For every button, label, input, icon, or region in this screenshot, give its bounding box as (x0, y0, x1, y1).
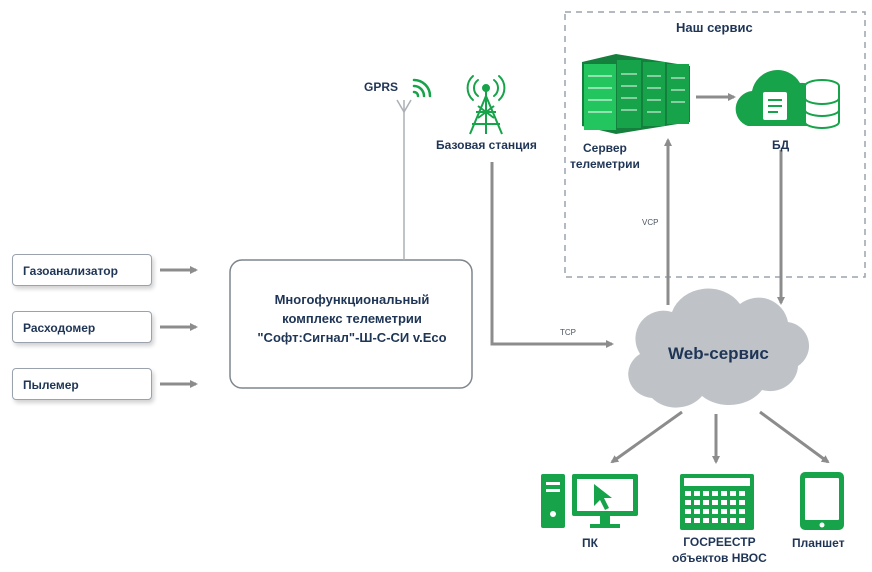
web-to-pc-arrow (610, 410, 683, 464)
server-rack-icon (582, 54, 690, 134)
base-station-label: Базовая станция (436, 138, 537, 152)
service-area-title: Наш сервис (676, 20, 753, 35)
web-service-label: Web-сервис (668, 344, 769, 363)
tablet-icon (800, 472, 844, 530)
service-boundary (564, 11, 866, 278)
tcp-label: TCP (560, 328, 576, 337)
wifi-signal-icon (412, 78, 432, 98)
client-registry-line-1: ГОСРЕЕСТР (683, 535, 756, 549)
sensor-dust-meter: Пылемер (12, 368, 152, 400)
complex-line-1: Многофункциональный (274, 292, 430, 307)
client-registry-label: ГОСРЕЕСТР объектов НВОС (672, 534, 767, 566)
server-label-line-2: телеметрии (570, 157, 640, 171)
gprs-antenna-icon (396, 99, 412, 260)
registry-grid-icon (680, 474, 754, 530)
client-tablet-label: Планшет (792, 536, 845, 550)
base-station-tower-icon (466, 75, 506, 135)
web-to-tablet-arrow (759, 410, 830, 464)
pc-icon (541, 474, 638, 528)
web-service-cloud (628, 288, 810, 408)
vcp-label: VCP (642, 218, 659, 227)
complex-line-3: "Софт:Сигнал"-Ш-С-СИ v.Eco (257, 330, 447, 345)
server-label-line-1: Сервер (582, 141, 627, 155)
client-pc-label: ПК (582, 536, 598, 550)
cloud-database-icon (735, 70, 840, 129)
telemetry-complex-box (229, 259, 473, 389)
server-label: Сервер телеметрии (570, 140, 640, 172)
database-label: БД (772, 138, 790, 152)
client-registry-line-2: объектов НВОС (672, 551, 767, 565)
tcp-link (490, 162, 614, 348)
gprs-label: GPRS (364, 80, 399, 94)
sensor-flow-meter: Расходомер (12, 311, 152, 343)
sensor-gas-analyzer: Газоанализатор (12, 254, 152, 286)
complex-line-2: комплекс телеметрии (282, 311, 422, 326)
telemetry-complex-label: Многофункциональный комплекс телеметрии … (232, 290, 472, 347)
